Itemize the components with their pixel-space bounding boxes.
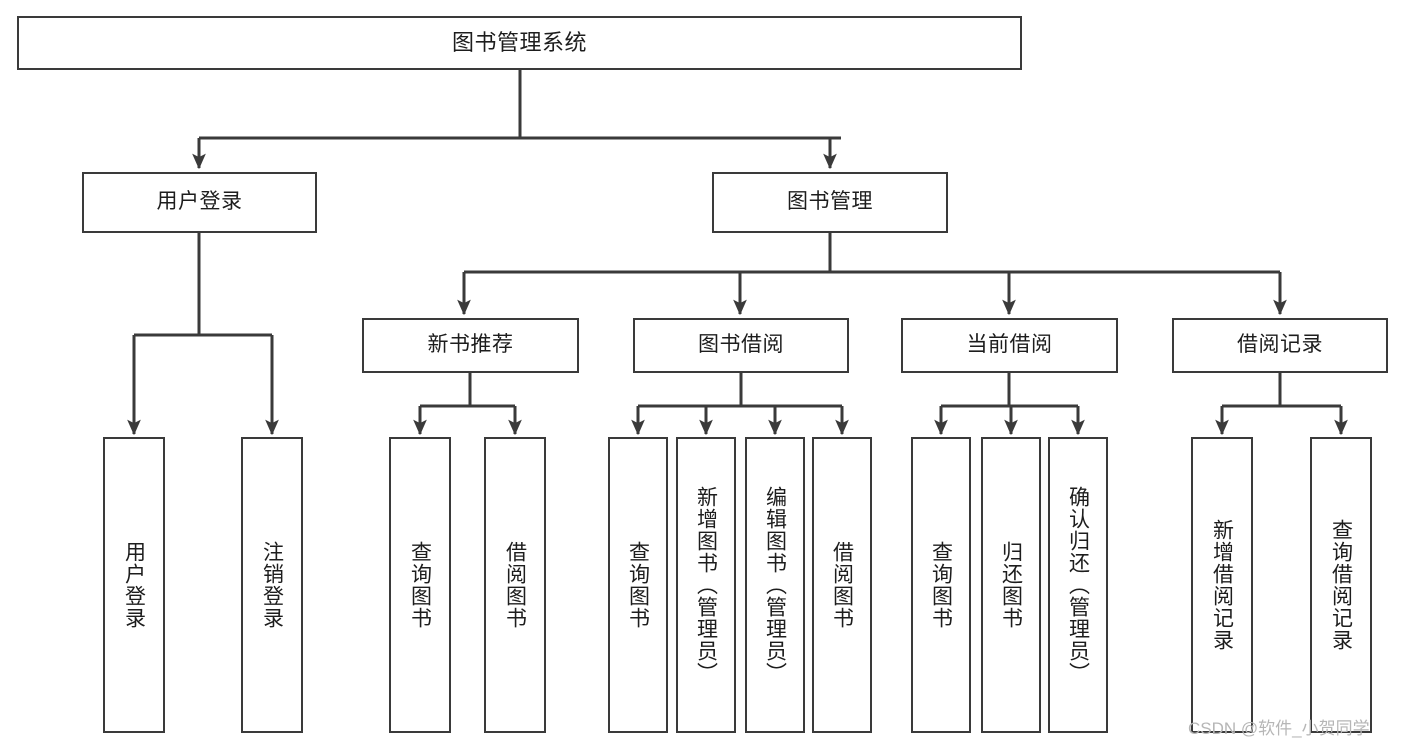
node-leaf-borrow-book-2[interactable]: 借阅图书 bbox=[812, 437, 872, 733]
node-leaf-query-record[interactable]: 查询借阅记录 bbox=[1310, 437, 1372, 733]
node-book-borrow-label: 图书借阅 bbox=[698, 333, 784, 357]
node-leaf-user-login[interactable]: 用户登录 bbox=[103, 437, 165, 733]
node-leaf-query-book-3-label: 查询图书 bbox=[929, 541, 953, 629]
node-leaf-add-record[interactable]: 新增借阅记录 bbox=[1191, 437, 1253, 733]
node-leaf-return-book[interactable]: 归还图书 bbox=[981, 437, 1041, 733]
node-book-manage-label: 图书管理 bbox=[787, 190, 873, 214]
node-current-borrow-label: 当前借阅 bbox=[966, 333, 1053, 357]
node-leaf-borrow-book-1-label: 借阅图书 bbox=[503, 541, 527, 629]
node-leaf-user-login-label: 用户登录 bbox=[122, 541, 146, 629]
csdn-watermark: CSDN @软件_小贺同学 bbox=[1188, 719, 1370, 738]
node-leaf-add-record-label: 新增借阅记录 bbox=[1210, 519, 1234, 651]
node-leaf-confirm-return-label: 确认归还（管理员） bbox=[1066, 486, 1090, 684]
node-new-book-recommend[interactable]: 新书推荐 bbox=[362, 318, 579, 373]
node-book-borrow[interactable]: 图书借阅 bbox=[633, 318, 849, 373]
node-new-book-recommend-label: 新书推荐 bbox=[427, 333, 514, 357]
node-leaf-return-book-label: 归还图书 bbox=[999, 541, 1023, 629]
node-root[interactable]: 图书管理系统 bbox=[17, 16, 1022, 70]
node-leaf-confirm-return[interactable]: 确认归还（管理员） bbox=[1048, 437, 1108, 733]
node-leaf-query-book-1-label: 查询图书 bbox=[408, 541, 432, 629]
node-leaf-logout-login[interactable]: 注销登录 bbox=[241, 437, 303, 733]
node-leaf-edit-book[interactable]: 编辑图书（管理员） bbox=[745, 437, 805, 733]
node-current-borrow[interactable]: 当前借阅 bbox=[901, 318, 1118, 373]
node-user-login[interactable]: 用户登录 bbox=[82, 172, 317, 233]
node-root-label: 图书管理系统 bbox=[451, 30, 587, 56]
node-leaf-edit-book-label: 编辑图书（管理员） bbox=[763, 486, 787, 684]
node-user-login-label: 用户登录 bbox=[156, 190, 243, 214]
node-leaf-query-book-3[interactable]: 查询图书 bbox=[911, 437, 971, 733]
node-leaf-logout-login-label: 注销登录 bbox=[260, 541, 284, 629]
node-leaf-query-book-1[interactable]: 查询图书 bbox=[389, 437, 451, 733]
node-leaf-query-book-2-label: 查询图书 bbox=[626, 541, 650, 629]
node-leaf-query-record-label: 查询借阅记录 bbox=[1329, 519, 1353, 651]
node-borrow-record-label: 借阅记录 bbox=[1237, 333, 1323, 357]
node-leaf-add-book-label: 新增图书（管理员） bbox=[694, 486, 718, 684]
node-leaf-query-book-2[interactable]: 查询图书 bbox=[608, 437, 668, 733]
node-leaf-borrow-book-1[interactable]: 借阅图书 bbox=[484, 437, 546, 733]
node-book-manage[interactable]: 图书管理 bbox=[712, 172, 948, 233]
node-borrow-record[interactable]: 借阅记录 bbox=[1172, 318, 1388, 373]
node-leaf-borrow-book-2-label: 借阅图书 bbox=[830, 541, 854, 629]
node-leaf-add-book[interactable]: 新增图书（管理员） bbox=[676, 437, 736, 733]
